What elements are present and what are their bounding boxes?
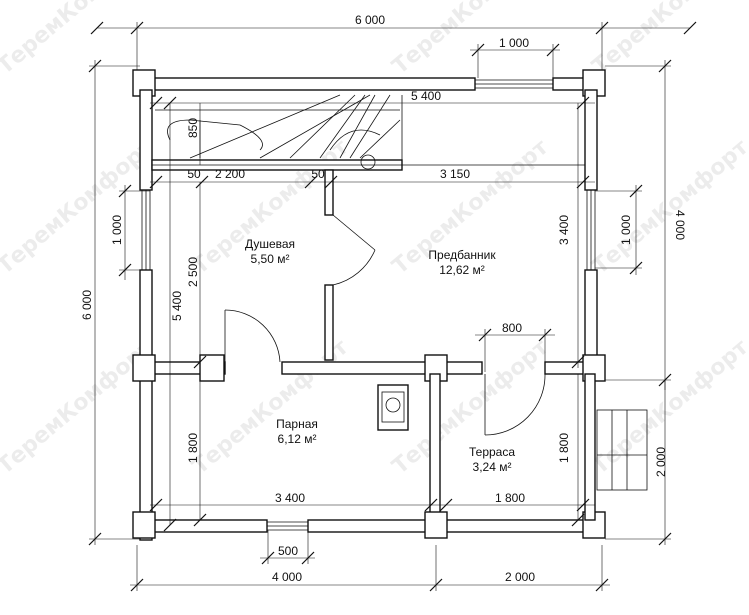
watermark-7: ТеремКомфорт	[588, 135, 749, 280]
dim-inner-3400-v: 3 400	[557, 215, 571, 245]
dim-inner-3400-h: 3 400	[275, 491, 305, 505]
dim-inner-2500: 2 500	[186, 257, 200, 287]
dim-inner-1800-h: 1 800	[495, 491, 525, 505]
watermark-3: ТеремКомфорт	[588, 0, 749, 80]
room-terrace-name: Терраса	[469, 445, 515, 459]
terrace-steps	[596, 409, 648, 491]
dim-inner-top: 5 400	[411, 89, 441, 103]
dim-left-total: 6 000	[80, 290, 94, 320]
room-steam-name: Парная	[276, 417, 318, 431]
dim-right-upper: 4 000	[673, 210, 687, 240]
dim-bottom-left: 4 000	[272, 570, 302, 584]
stove	[377, 384, 409, 431]
room-shower-area: 5,50 м²	[251, 252, 290, 266]
doors	[224, 214, 546, 436]
dim-inner-3150: 3 150	[440, 167, 470, 181]
dim-top-total: 6 000	[355, 13, 385, 27]
room-terrace-area: 3,24 м²	[473, 460, 512, 474]
dim-inner-1800-left: 1 800	[186, 433, 200, 463]
dim-left-window: 1 000	[110, 215, 124, 245]
room-anteroom-name: Предбанник	[428, 248, 496, 262]
dim-inner-2200: 2 200	[215, 167, 245, 181]
dim-right-window: 1 000	[619, 215, 633, 245]
outer-dimensions: 6 000 1 000 6 000 1 000 4 000	[80, 13, 697, 592]
dim-inner-50b: 50	[311, 167, 325, 181]
inner-dimensions: 5 400 50 2 200 50 3 150 850 2 500 5 400 …	[149, 89, 595, 532]
room-steam-area: 6,12 м²	[278, 432, 317, 446]
dim-inner-850: 850	[186, 118, 200, 138]
dim-top-window: 1 000	[499, 36, 529, 50]
staircase	[155, 94, 401, 170]
watermark-1: ТеремКомфорт	[0, 0, 159, 80]
dim-inner-left: 5 400	[170, 291, 184, 321]
room-labels: Душевая 5,50 м² Предбанник 12,62 м² Парн…	[245, 237, 515, 474]
dim-inner-1800-right: 1 800	[557, 433, 571, 463]
dim-bottom-right: 2 000	[505, 570, 535, 584]
room-shower-name: Душевая	[245, 237, 295, 251]
walls	[132, 69, 606, 541]
dim-bottom-door: 500	[278, 544, 298, 558]
dim-inner-800: 800	[502, 321, 522, 335]
dim-right-lower: 2 000	[654, 447, 668, 477]
watermark-4: ТеремКомфорт	[0, 135, 159, 280]
room-anteroom-area: 12,62 м²	[439, 263, 485, 277]
dim-inner-50a: 50	[187, 167, 201, 181]
